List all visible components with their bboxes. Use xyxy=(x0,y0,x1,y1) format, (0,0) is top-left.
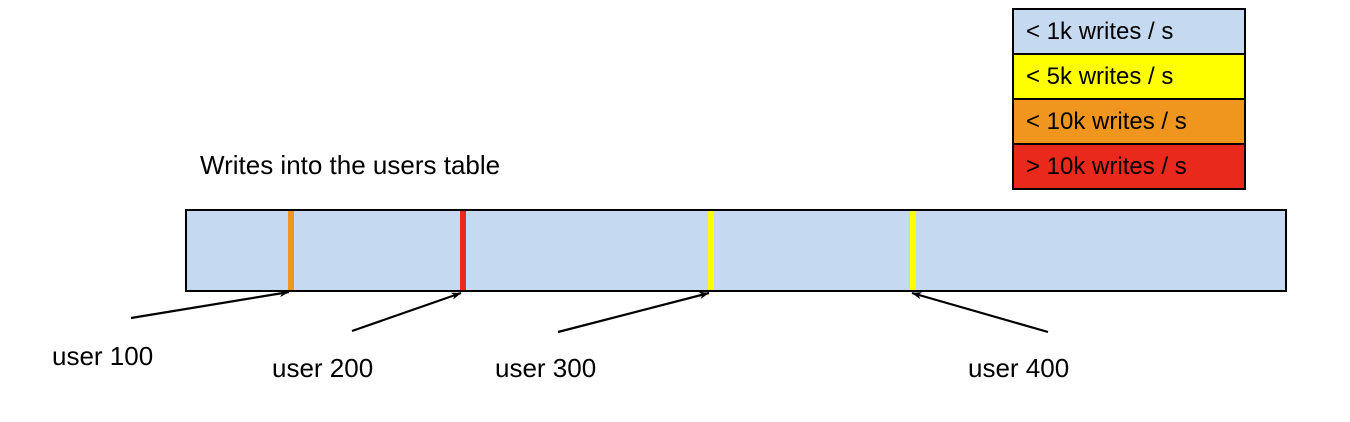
user-100-label: user 100 xyxy=(52,341,154,371)
user-200-stripe xyxy=(460,211,466,290)
user-100-arrow xyxy=(130,289,290,320)
legend-item-high: < 10k writes / s xyxy=(1014,100,1244,145)
writes-per-second-legend: < 1k writes / s < 5k writes / s < 10k wr… xyxy=(1012,8,1246,190)
user-400-arrow xyxy=(911,291,1049,334)
diagram-caption: Writes into the users table xyxy=(200,150,501,180)
user-200-label: user 200 xyxy=(272,353,374,383)
user-400-stripe xyxy=(910,211,916,290)
user-100-stripe xyxy=(288,211,294,290)
user-400-label: user 400 xyxy=(968,353,1070,383)
legend-item-label: < 5k writes / s xyxy=(1026,62,1174,90)
legend-item-very-high: > 10k writes / s xyxy=(1014,145,1244,188)
legend-item-label: < 10k writes / s xyxy=(1026,107,1187,135)
legend-item-label: < 1k writes / s xyxy=(1026,17,1174,45)
user-200-arrow xyxy=(351,291,462,333)
legend-item-label: > 10k writes / s xyxy=(1026,152,1187,180)
user-300-arrow xyxy=(557,291,710,334)
users-table-bar xyxy=(185,209,1287,292)
user-300-label: user 300 xyxy=(495,353,597,383)
user-300-stripe xyxy=(708,211,714,290)
legend-item-medium: < 5k writes / s xyxy=(1014,55,1244,100)
legend-item-low: < 1k writes / s xyxy=(1014,10,1244,55)
